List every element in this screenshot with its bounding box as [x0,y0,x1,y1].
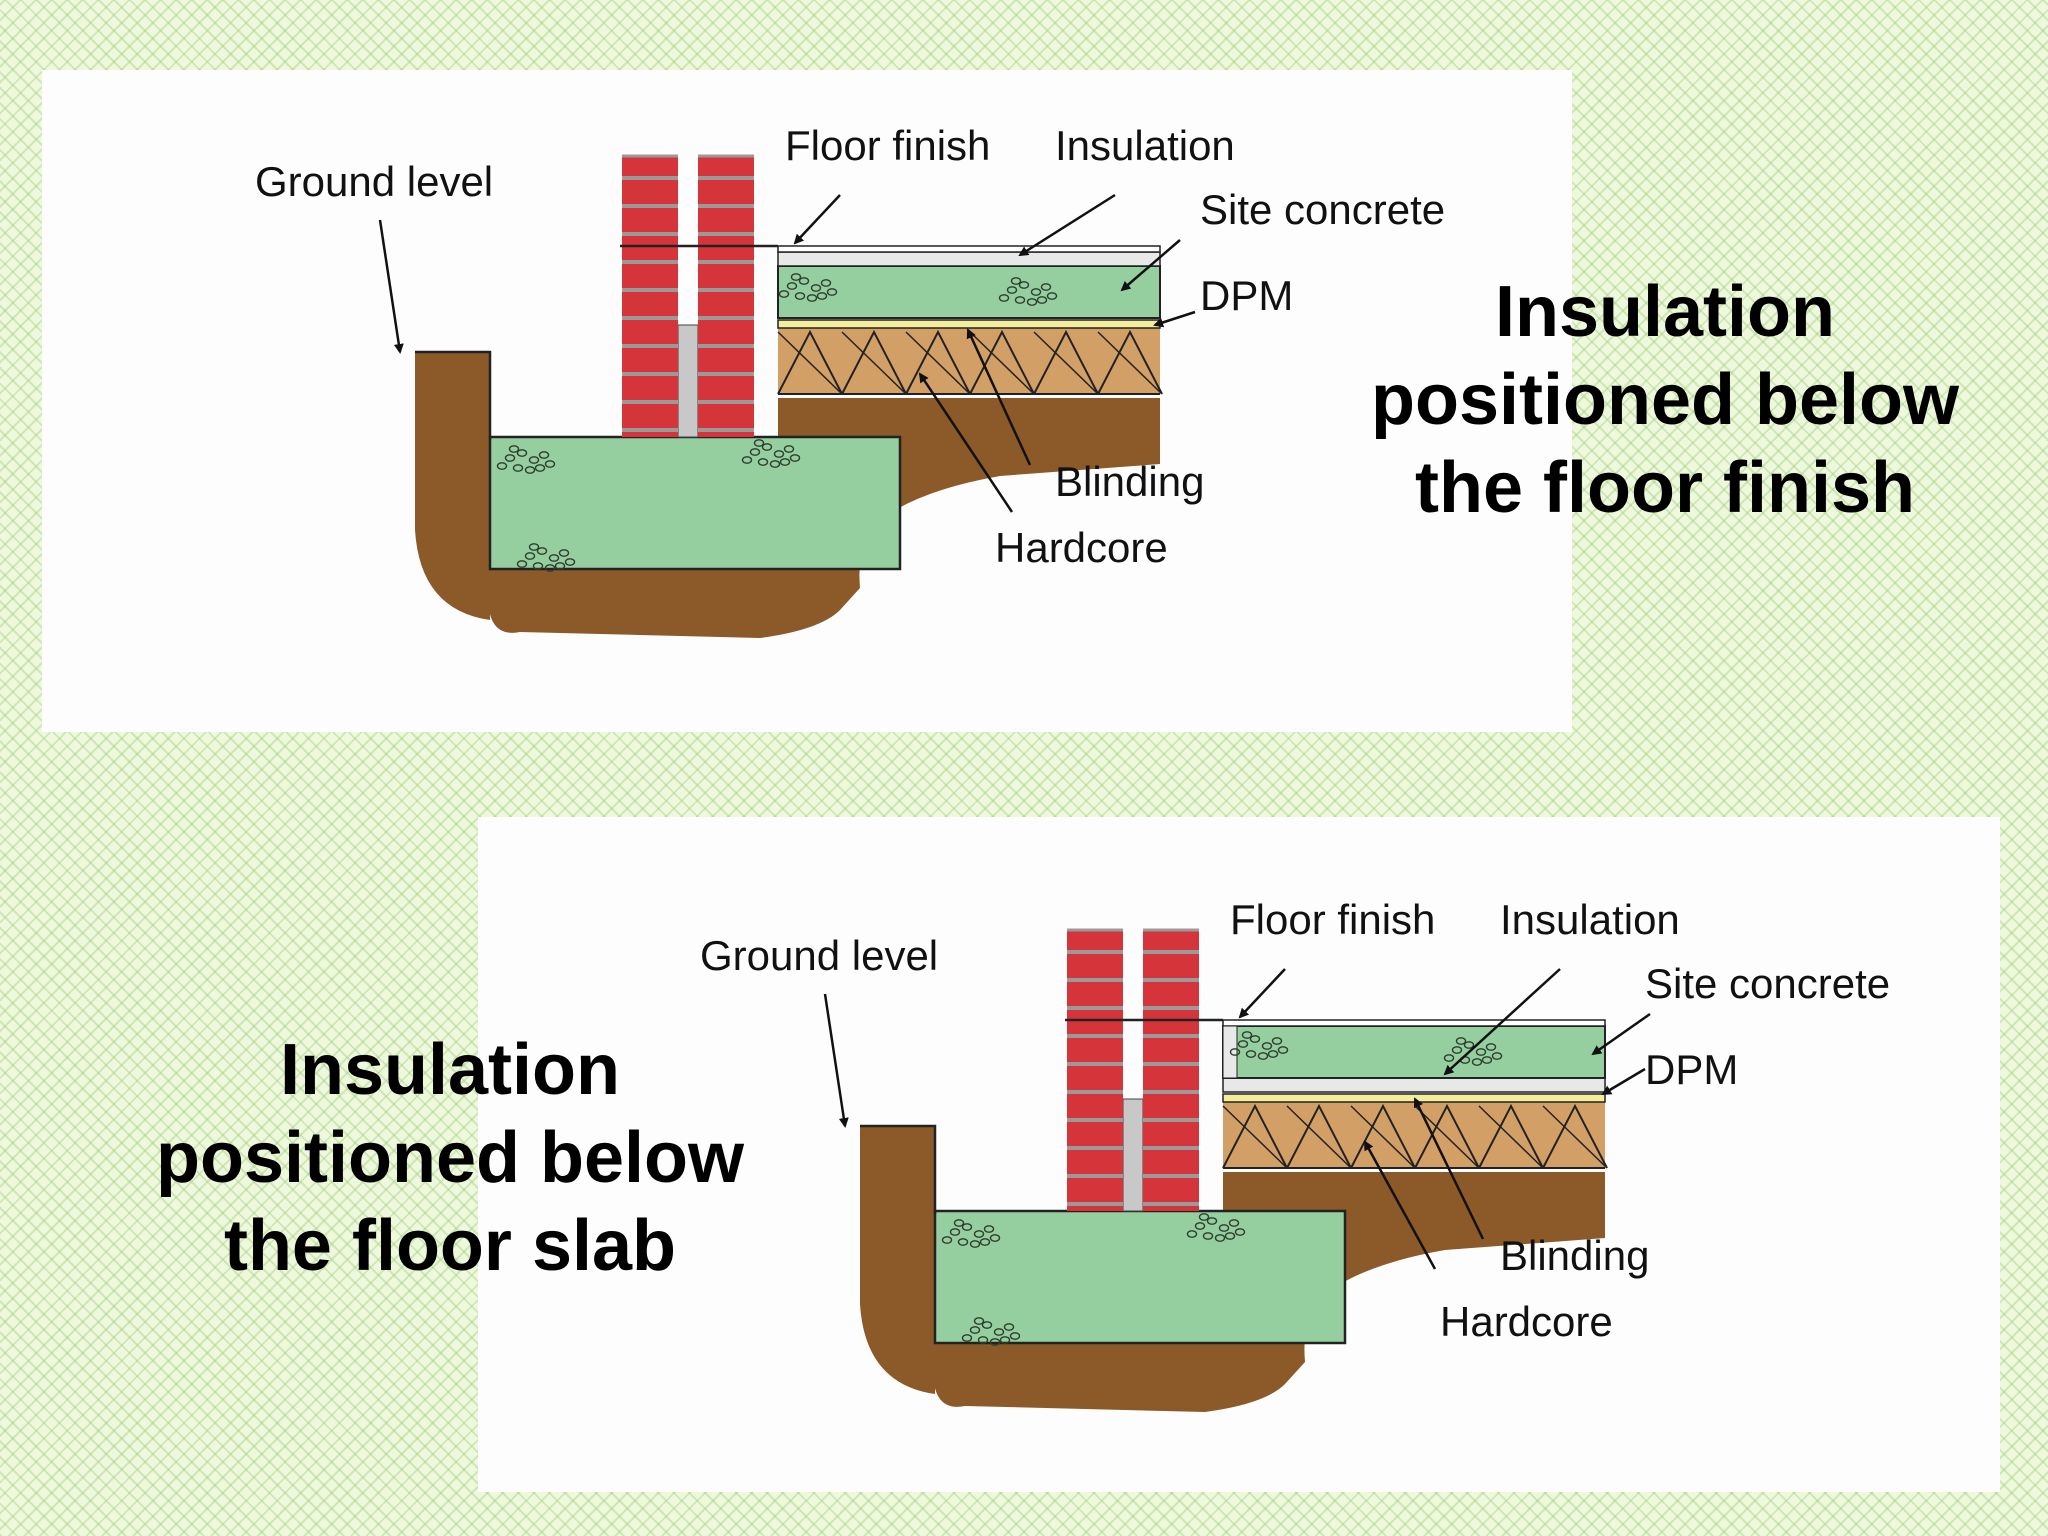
arrow-ground-level [378,219,404,354]
hardcore-cross [1542,1105,1608,1169]
caption-top: Insulation positioned below the floor fi… [1345,268,1985,532]
label-insulation: Insulation [1500,896,1680,943]
insulation-layer [777,251,1161,267]
aggregate-slab-1 [778,273,838,302]
arrow-site-concrete [1591,1012,1651,1056]
hardcore-cross [969,331,1035,395]
brick-leaf-1 [622,156,678,437]
label-blinding: Blinding [1055,458,1204,505]
arrow-ground-level [823,993,849,1128]
hardcore-zigzag [1033,329,1099,395]
brick-leaf-2 [1143,930,1199,1211]
caption-bottom-line-1: Insulation [280,1030,620,1110]
caption-bottom: Insulation positioned below the floor sl… [130,1026,770,1290]
arrow-dpm [1153,310,1196,328]
blinding-layer [777,319,1161,329]
hardcore-cross [1478,1105,1544,1169]
aggregate-foundation-1 [941,1219,1001,1248]
aggregate-slab-2 [1443,1037,1503,1066]
hardcore-cross [1222,1105,1288,1169]
aggregate-foundation-3 [516,543,576,572]
cavity-fill [1122,1098,1144,1212]
arrow-hardcore [1363,1140,1437,1270]
aggregate-foundation-3 [961,1317,1021,1346]
foundation-concrete [933,1209,1347,1345]
hardcore-zigzag [1414,1103,1480,1169]
hardcore-zigzag [1542,1103,1608,1169]
label-floor-finish: Floor finish [785,122,990,169]
label-site-concrete: Site concrete [1200,186,1445,233]
floor-finish-layer [777,245,1161,253]
caption-top-line-2: positioned below [1371,360,1959,440]
hardcore-zigzag [1478,1103,1544,1169]
arrow-hardcore [918,372,1014,513]
hardcore-zigzag [1097,329,1163,395]
hardcore-zigzag [1286,1103,1352,1169]
hardcore-cross [1286,1105,1352,1169]
arrow-site-concrete [1120,239,1181,292]
aggregate-foundation-2 [741,439,801,468]
insulation-layer [1222,1077,1606,1093]
soil-left-bank [860,1126,935,1394]
label-site-concrete: Site concrete [1645,960,1890,1007]
brick-leaf-1 [1067,930,1123,1211]
label-dpm: DPM [1200,272,1293,319]
aggregate-slab-2 [998,277,1058,306]
hardcore-cross [777,331,843,395]
hardcore-layer [1223,1102,1605,1168]
hardcore-cross [1097,331,1163,395]
hardcore-zigzag [1350,1103,1416,1169]
hardcore-cross [1033,331,1099,395]
ground-level-outline [860,1124,937,1214]
label-ground-level: Ground level [700,932,938,979]
hardcore-zigzag [969,329,1035,395]
label-insulation: Insulation [1055,122,1235,169]
label-dpm: DPM [1645,1046,1738,1093]
arrow-dpm [1601,1067,1646,1096]
soil-left-bank [415,352,490,620]
caption-top-line-1: Insulation [1495,272,1835,352]
foundation-concrete [488,435,902,571]
hardcore-zigzag [905,329,971,395]
arrow-floor-finish [793,194,841,245]
label-hardcore: Hardcore [1440,1298,1613,1345]
label-hardcore: Hardcore [995,524,1168,571]
hardcore-zigzag [777,329,843,395]
site-concrete-slab [777,265,1161,319]
cavity-fill [677,324,699,438]
hardcore-zigzag [1222,1103,1288,1169]
caption-bottom-line-2: positioned below [156,1118,744,1198]
label-floor-finish: Floor finish [1230,896,1435,943]
hardcore-cross [841,331,907,395]
hardcore-cross [1350,1105,1416,1169]
aggregate-foundation-1 [496,445,556,474]
caption-top-line-3: the floor finish [1415,448,1915,528]
hardcore-cross [905,331,971,395]
caption-bottom-line-3: the floor slab [223,1206,677,1286]
arrow-insulation [1018,193,1116,257]
arrow-blinding [966,328,1032,466]
label-ground-level: Ground level [255,158,493,205]
floor-finish-layer [1222,1019,1606,1027]
aggregate-foundation-2 [1186,1213,1246,1242]
hardcore-cross [1414,1105,1480,1169]
hardcore-zigzag [841,329,907,395]
arrow-insulation [1443,968,1561,1076]
brick-leaf-2 [698,156,754,437]
blinding-layer [1222,1093,1606,1103]
arrow-blinding [1413,1097,1485,1240]
aggregate-slab-1 [1229,1031,1289,1060]
arrow-floor-finish [1238,968,1286,1019]
label-blinding: Blinding [1500,1232,1649,1279]
ground-level-outline [415,350,492,440]
